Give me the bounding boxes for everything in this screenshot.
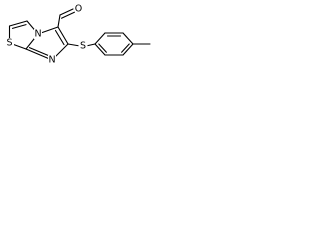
bond-ar1-ar2 [94,32,106,45]
bond-c6-s [67,43,81,47]
bond-cho-o [59,8,74,16]
oxygen-label: O [75,4,82,15]
bond-ar6-ar1 [94,43,106,56]
bond-c2-c3 [8,20,28,27]
bond-c5-c6-double [54,29,65,46]
bond-ar4-ar5 [122,43,134,56]
bond-ar6-ar1-inner [98,43,107,53]
bond-ar4-ar5-inner [121,43,130,53]
tolyl-ring [94,32,151,56]
bond-cho-o-double [60,11,75,19]
bond-c5-c6 [57,26,69,45]
ring-nitrogen-bottom-label: N [48,55,55,66]
bond-n7-c7a-double [28,47,51,57]
molecule-structure: O N N S S [5,4,151,66]
atom-labels: O N N S S [5,4,88,66]
thioether-sulfur-label: S [80,41,86,52]
ring-nitrogen-top-label: N [34,29,41,40]
bond-ar3-ar4 [122,32,134,45]
bond-c5-cho [57,14,61,28]
imidazole-ring [25,26,69,61]
ring-sulfur-label: S [6,38,12,49]
bond-n7-c7a [25,48,53,61]
aldehyde-group [57,8,75,28]
bond-c2-c3-double [11,24,27,29]
